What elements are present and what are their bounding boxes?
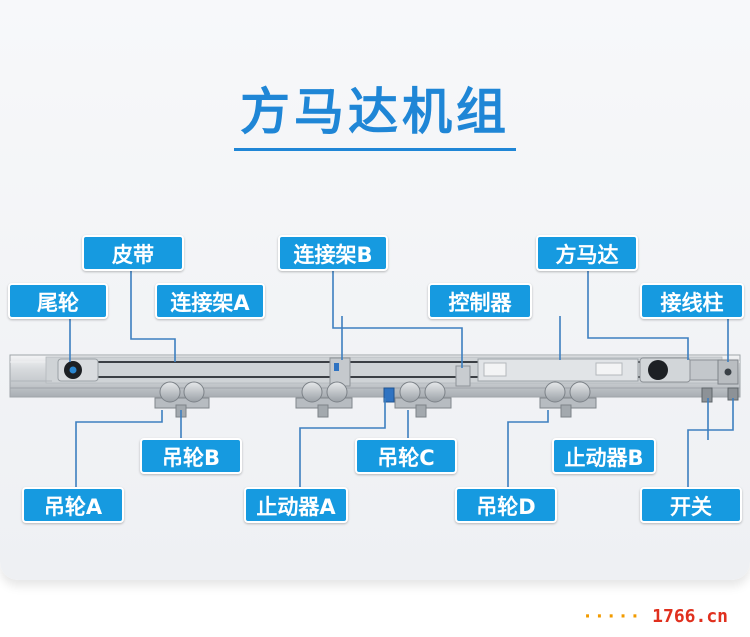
stopper-a [383,387,395,403]
label-diaolun-d: 吊轮D [455,487,557,523]
label-diaolun-c: 吊轮C [355,438,457,474]
hanging-wheel-b [295,381,353,418]
label-lianjiejia-a: 连接架A [155,283,265,319]
label-zhidongqi-a: 止动器A [244,487,348,523]
stopper-b [701,387,713,403]
label-diaolun-b: 吊轮B [140,438,242,474]
leader-line-kaiguan [687,398,734,489]
hanging-wheel-c [394,381,452,418]
connector-b [455,365,471,387]
watermark: ····· 1766.cn [582,606,728,627]
leader-lines [57,268,734,489]
leader-line-fangmada [587,268,689,360]
tail-wheel [57,358,99,382]
hanging-wheel-d [539,381,597,418]
page-title-wrap: 方马达机组 [0,80,750,151]
watermark-text: 1766.cn [652,606,728,627]
watermark-dots: ····· [582,606,642,627]
label-diaolun-a: 吊轮A [22,487,124,523]
controller-box [477,358,639,382]
motor-unit [639,357,719,383]
label-pidai: 皮带 [82,235,184,271]
background-panel [0,0,750,580]
label-fangmada: 方马达 [536,235,638,271]
leader-line-diaolun-d [507,410,549,489]
hanging-wheel-a [154,381,210,418]
page-title: 方马达机组 [234,80,516,151]
label-kaiguan: 开关 [640,487,742,523]
leader-line-pidai [130,268,176,362]
label-weilun: 尾轮 [8,283,108,319]
label-kongzhiqi: 控制器 [428,283,532,319]
label-jiexianzhu: 接线柱 [640,283,744,319]
label-zhidongqi-b: 止动器B [552,438,656,474]
leader-line-diaolun-a [75,410,163,489]
connector-a [329,357,351,387]
label-lianjiejia-b: 连接架B [278,235,388,271]
terminal-block [717,359,739,385]
leader-line-lianjiejia-b [332,268,463,368]
leader-line-zhidongqi-a [299,398,386,489]
